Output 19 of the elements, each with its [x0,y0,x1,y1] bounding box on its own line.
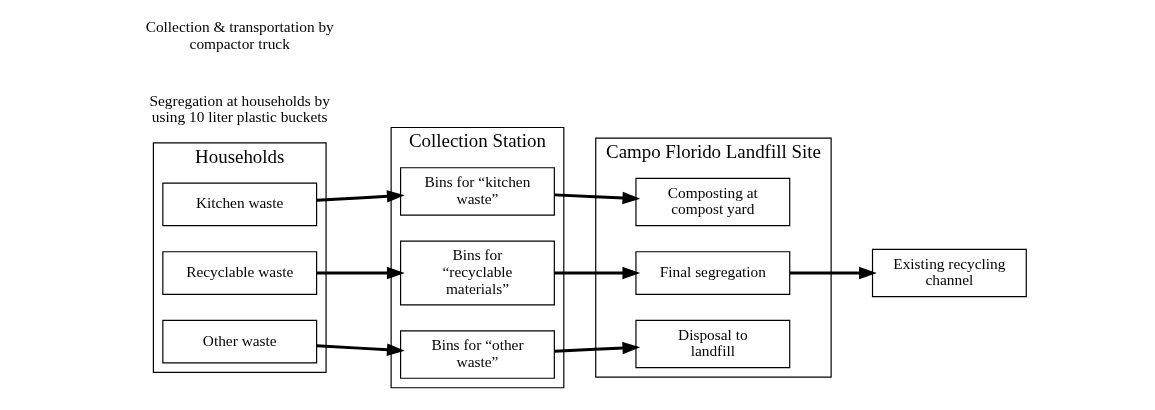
node-box: Disposal to landfill [634,319,790,369]
arrow [554,191,640,205]
node-box: Bins for “other waste” [399,330,555,379]
label: Segregation at households by using 10 liter plastic buckets [149,91,330,126]
arrow [554,341,640,355]
arrow [316,343,405,356]
label: Collection & transportation by compactor truck [145,18,334,52]
node-box: Bins for “kitchen waste” [399,167,555,216]
arrow [316,190,405,203]
arrow [316,266,405,280]
arrow [554,266,640,280]
node-box: Existing recycling channel [871,248,1027,298]
node-box: Kitchen waste [161,182,317,227]
node-box: Bins for “recyclable materials” [399,240,555,306]
node-box: Final segregation [634,251,790,295]
node-box: Other waste [161,319,317,364]
node-box: Composting at compost yard [634,177,790,227]
arrow [789,266,877,280]
node-box: Recyclable waste [161,251,317,295]
